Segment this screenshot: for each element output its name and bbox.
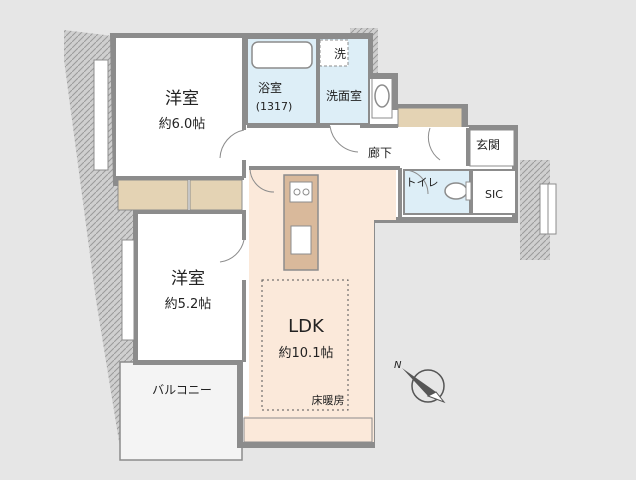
balcony-area	[119, 361, 243, 461]
vanity-counter	[371, 77, 393, 119]
room-western-2	[138, 214, 242, 360]
stove-icon	[289, 181, 313, 203]
toilet-tank	[465, 181, 472, 201]
exterior-wall-left	[64, 30, 136, 460]
room-corridor	[247, 127, 469, 167]
toilet-name: トイレ	[406, 176, 439, 189]
western-2-name: 洋室	[171, 269, 205, 289]
window-left	[93, 59, 135, 341]
entrance-name: 玄関	[476, 137, 500, 152]
room-western-1	[116, 38, 244, 178]
western-1-name: 洋室	[165, 89, 199, 109]
bath-name: 浴室	[258, 80, 282, 95]
compass-needle-tail-icon	[426, 391, 446, 404]
washroom-name: 洗面室	[326, 88, 362, 103]
door-swings	[219, 125, 441, 263]
floor-heating-area	[261, 279, 349, 411]
ldk-area: 約10.1帖	[279, 346, 334, 361]
ldk-note: 床暖房	[312, 393, 345, 407]
laundry-name: 洗	[334, 47, 346, 61]
western-2-area: 約5.2帖	[165, 297, 212, 312]
bathtub-icon	[251, 41, 313, 69]
bath-size: (1317)	[256, 100, 293, 113]
room-ldk	[244, 168, 396, 442]
burner-icon	[302, 188, 310, 196]
closet-strip-1	[117, 179, 189, 211]
interior-walls	[116, 36, 470, 362]
compass-needle-icon	[402, 368, 436, 396]
compass: N	[394, 360, 446, 404]
ldk-bottom-band	[243, 417, 373, 443]
compass-ring	[411, 369, 445, 403]
kitchen-sink-icon	[290, 225, 312, 255]
western-1-area: 約6.0帖	[159, 117, 206, 132]
room-entrance	[469, 129, 515, 167]
laundry-pan-icon	[319, 39, 349, 67]
window-right	[539, 183, 557, 235]
sic-name: SIC	[485, 188, 503, 201]
sink-icon	[374, 84, 390, 108]
corridor-name: 廊下	[368, 145, 392, 160]
burner-icon	[293, 188, 301, 196]
compass-north-label: N	[394, 360, 402, 371]
ldk-name: LDK	[288, 316, 325, 337]
closet-strip-2	[189, 179, 243, 211]
closet-corridor	[397, 107, 463, 129]
toilet-icon	[444, 182, 468, 200]
balcony-name: バルコニー	[152, 383, 212, 397]
room-sic	[471, 169, 517, 215]
